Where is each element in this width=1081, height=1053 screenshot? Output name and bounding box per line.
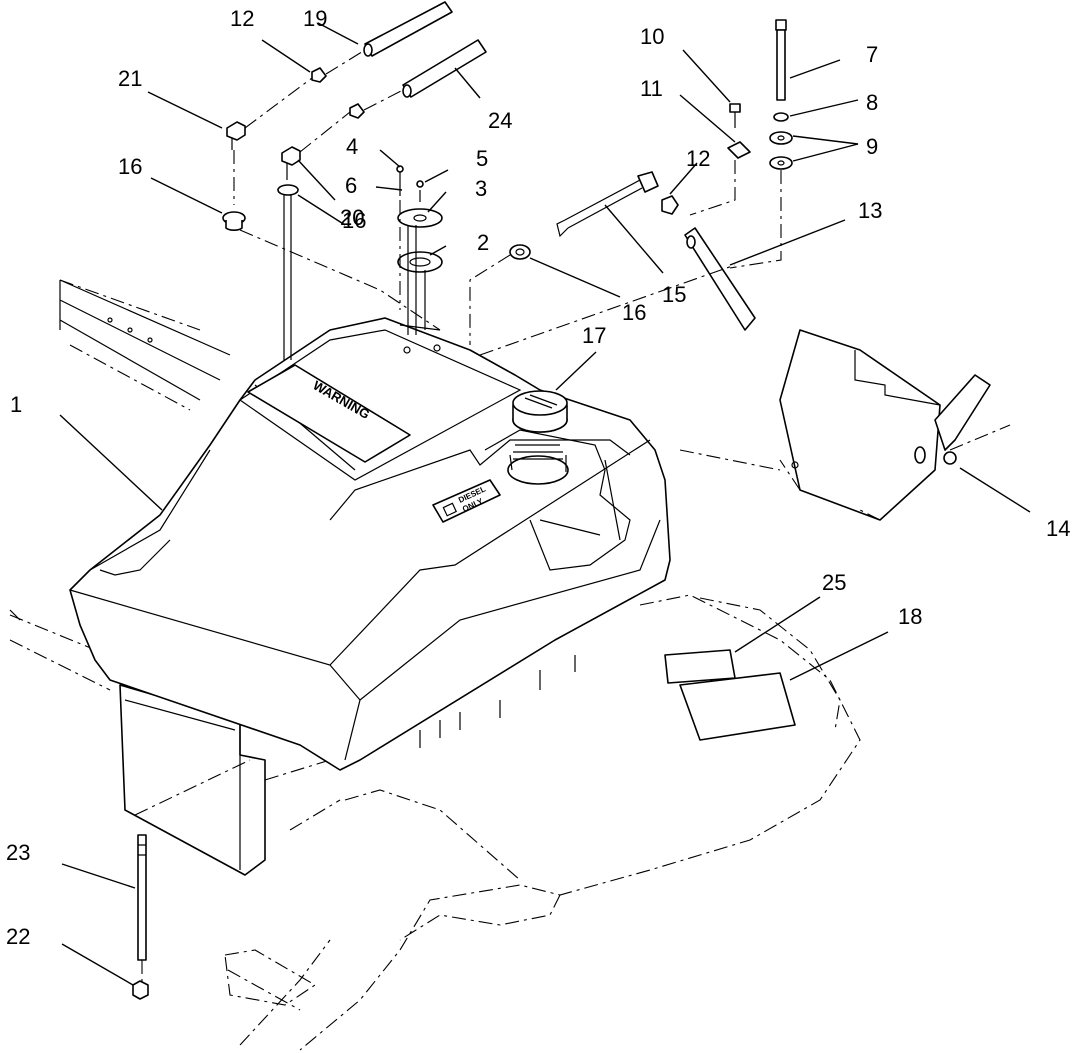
alignment-line-bracket: [679, 449, 781, 471]
clip-11: [727, 141, 751, 159]
floor-pan: [224, 594, 861, 1051]
callout-21: 21: [118, 66, 142, 91]
hose-route-19: [244, 49, 366, 129]
callouts: 1 2 3 4 5 6 7 8 9 10 11 12 12 13 14 15 1…: [6, 6, 1070, 949]
bolt-7: [775, 19, 787, 101]
grommet-16-mid: [277, 184, 299, 360]
callout-11: 11: [640, 76, 663, 101]
decal-pad-25: [664, 649, 736, 684]
callout-19: 19: [303, 6, 327, 31]
vent-tube: [684, 227, 756, 331]
filler-neck: [507, 444, 569, 485]
decal-pad-18: [679, 672, 796, 741]
callout-5: 5: [476, 146, 488, 171]
sender-unit: [396, 165, 443, 354]
callout-24: 24: [488, 108, 512, 133]
callout-9: 9: [866, 134, 878, 159]
fuel-line-15: [556, 171, 659, 238]
callout-12-right: 12: [686, 146, 710, 171]
callout-7: 7: [866, 42, 878, 67]
callout-15: 15: [662, 282, 686, 307]
grommet-16-right: [509, 244, 531, 260]
bolt-10: [729, 103, 741, 128]
callout-18: 18: [898, 604, 922, 629]
alignment-line-16-left: [239, 229, 441, 331]
hose-clamp-12-lower: [349, 103, 365, 119]
frame-rail-lower: [9, 609, 121, 691]
alignment-line-10: [689, 160, 736, 216]
fitting-20: [281, 146, 301, 180]
frame-rail-upper: [59, 279, 231, 411]
fuel-cap: [512, 390, 568, 433]
callout-17: 17: [582, 323, 606, 348]
hose-19: [363, 1, 453, 57]
callout-6: 6: [345, 173, 357, 198]
leader-lines: [59, 22, 1031, 986]
hose-clamp-12-right: [661, 195, 679, 215]
hose-24: [402, 39, 487, 98]
callout-2: 2: [477, 230, 489, 255]
lock-washer-8: [773, 112, 789, 122]
alignment-line-7: [729, 170, 782, 269]
rear-panel-bracket: [779, 329, 1011, 521]
callout-10: 10: [640, 24, 664, 49]
callout-25: 25: [822, 570, 846, 595]
callout-20: 20: [340, 205, 364, 230]
callout-8: 8: [866, 90, 878, 115]
callout-12-top: 12: [230, 6, 254, 31]
hose-route-24: [299, 89, 404, 153]
callout-13: 13: [858, 198, 882, 223]
hose-clamp-12-upper: [311, 67, 327, 83]
callout-3: 3: [475, 176, 487, 201]
callout-16-mid: 16: [342, 208, 366, 233]
grommet-16-left: [222, 211, 246, 231]
nut-22: [132, 980, 149, 1000]
callout-14: 14: [1046, 516, 1070, 541]
alignment-line-13: [479, 264, 736, 356]
callout-23: 23: [6, 840, 30, 865]
fuel-tank: [69, 317, 671, 876]
fitting-21: [226, 121, 246, 150]
callout-4: 4: [346, 134, 358, 159]
rod-23: [137, 834, 147, 961]
callout-22: 22: [6, 924, 30, 949]
callout-1: 1: [10, 392, 22, 417]
callout-16-left: 16: [118, 154, 142, 179]
alignment-line-16-right: [469, 254, 511, 345]
callout-16-right: 16: [622, 300, 646, 325]
flat-washers-9: [769, 131, 793, 170]
